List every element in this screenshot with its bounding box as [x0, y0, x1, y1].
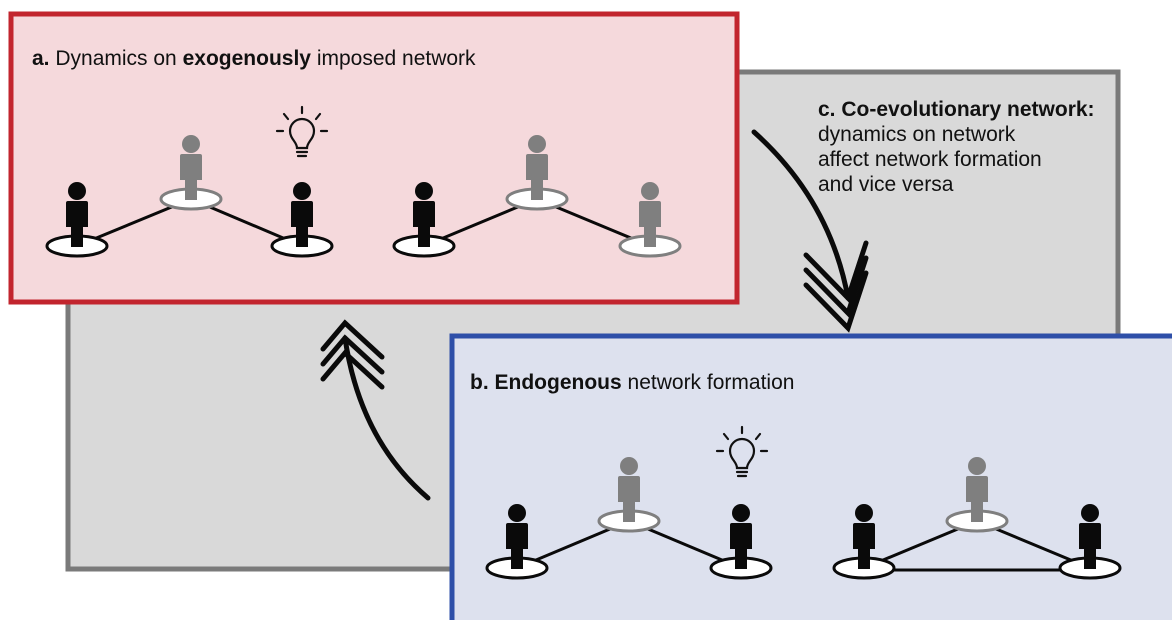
panel-a-box [8, 11, 740, 305]
network-b-right [832, 457, 1122, 580]
panel-a-emphasis: exogenously [182, 47, 311, 70]
panel-c-title: c. Co-evolutionary network: dynamics on … [818, 97, 1095, 197]
network-a-left [45, 105, 334, 258]
arrow-down-icon [751, 129, 869, 333]
network-b-left [485, 425, 773, 580]
panel-c-line: dynamics on network [818, 123, 1016, 146]
panel-c-line: affect network formation [818, 148, 1042, 171]
arrow-up-icon [320, 319, 431, 501]
panel-a-text-before: Dynamics on [55, 47, 177, 70]
panel-b-text-after: network formation [627, 371, 795, 394]
panel-a-prefix: a. [32, 47, 50, 70]
network-a-right [392, 135, 682, 258]
panel-b-prefix: b. [470, 371, 489, 394]
panel-a-text-after: imposed network [316, 47, 476, 70]
panel-c-heading: c. Co-evolutionary network: [818, 98, 1095, 121]
panel-c-line: and vice versa [818, 173, 954, 196]
panel-a-title: a. Dynamics on exogenously imposed netwo… [32, 46, 476, 71]
panel-b-title: b. Endogenous network formation [470, 370, 794, 395]
panel-b-emphasis: Endogenous [494, 371, 622, 394]
panel-b-box [449, 333, 1172, 620]
